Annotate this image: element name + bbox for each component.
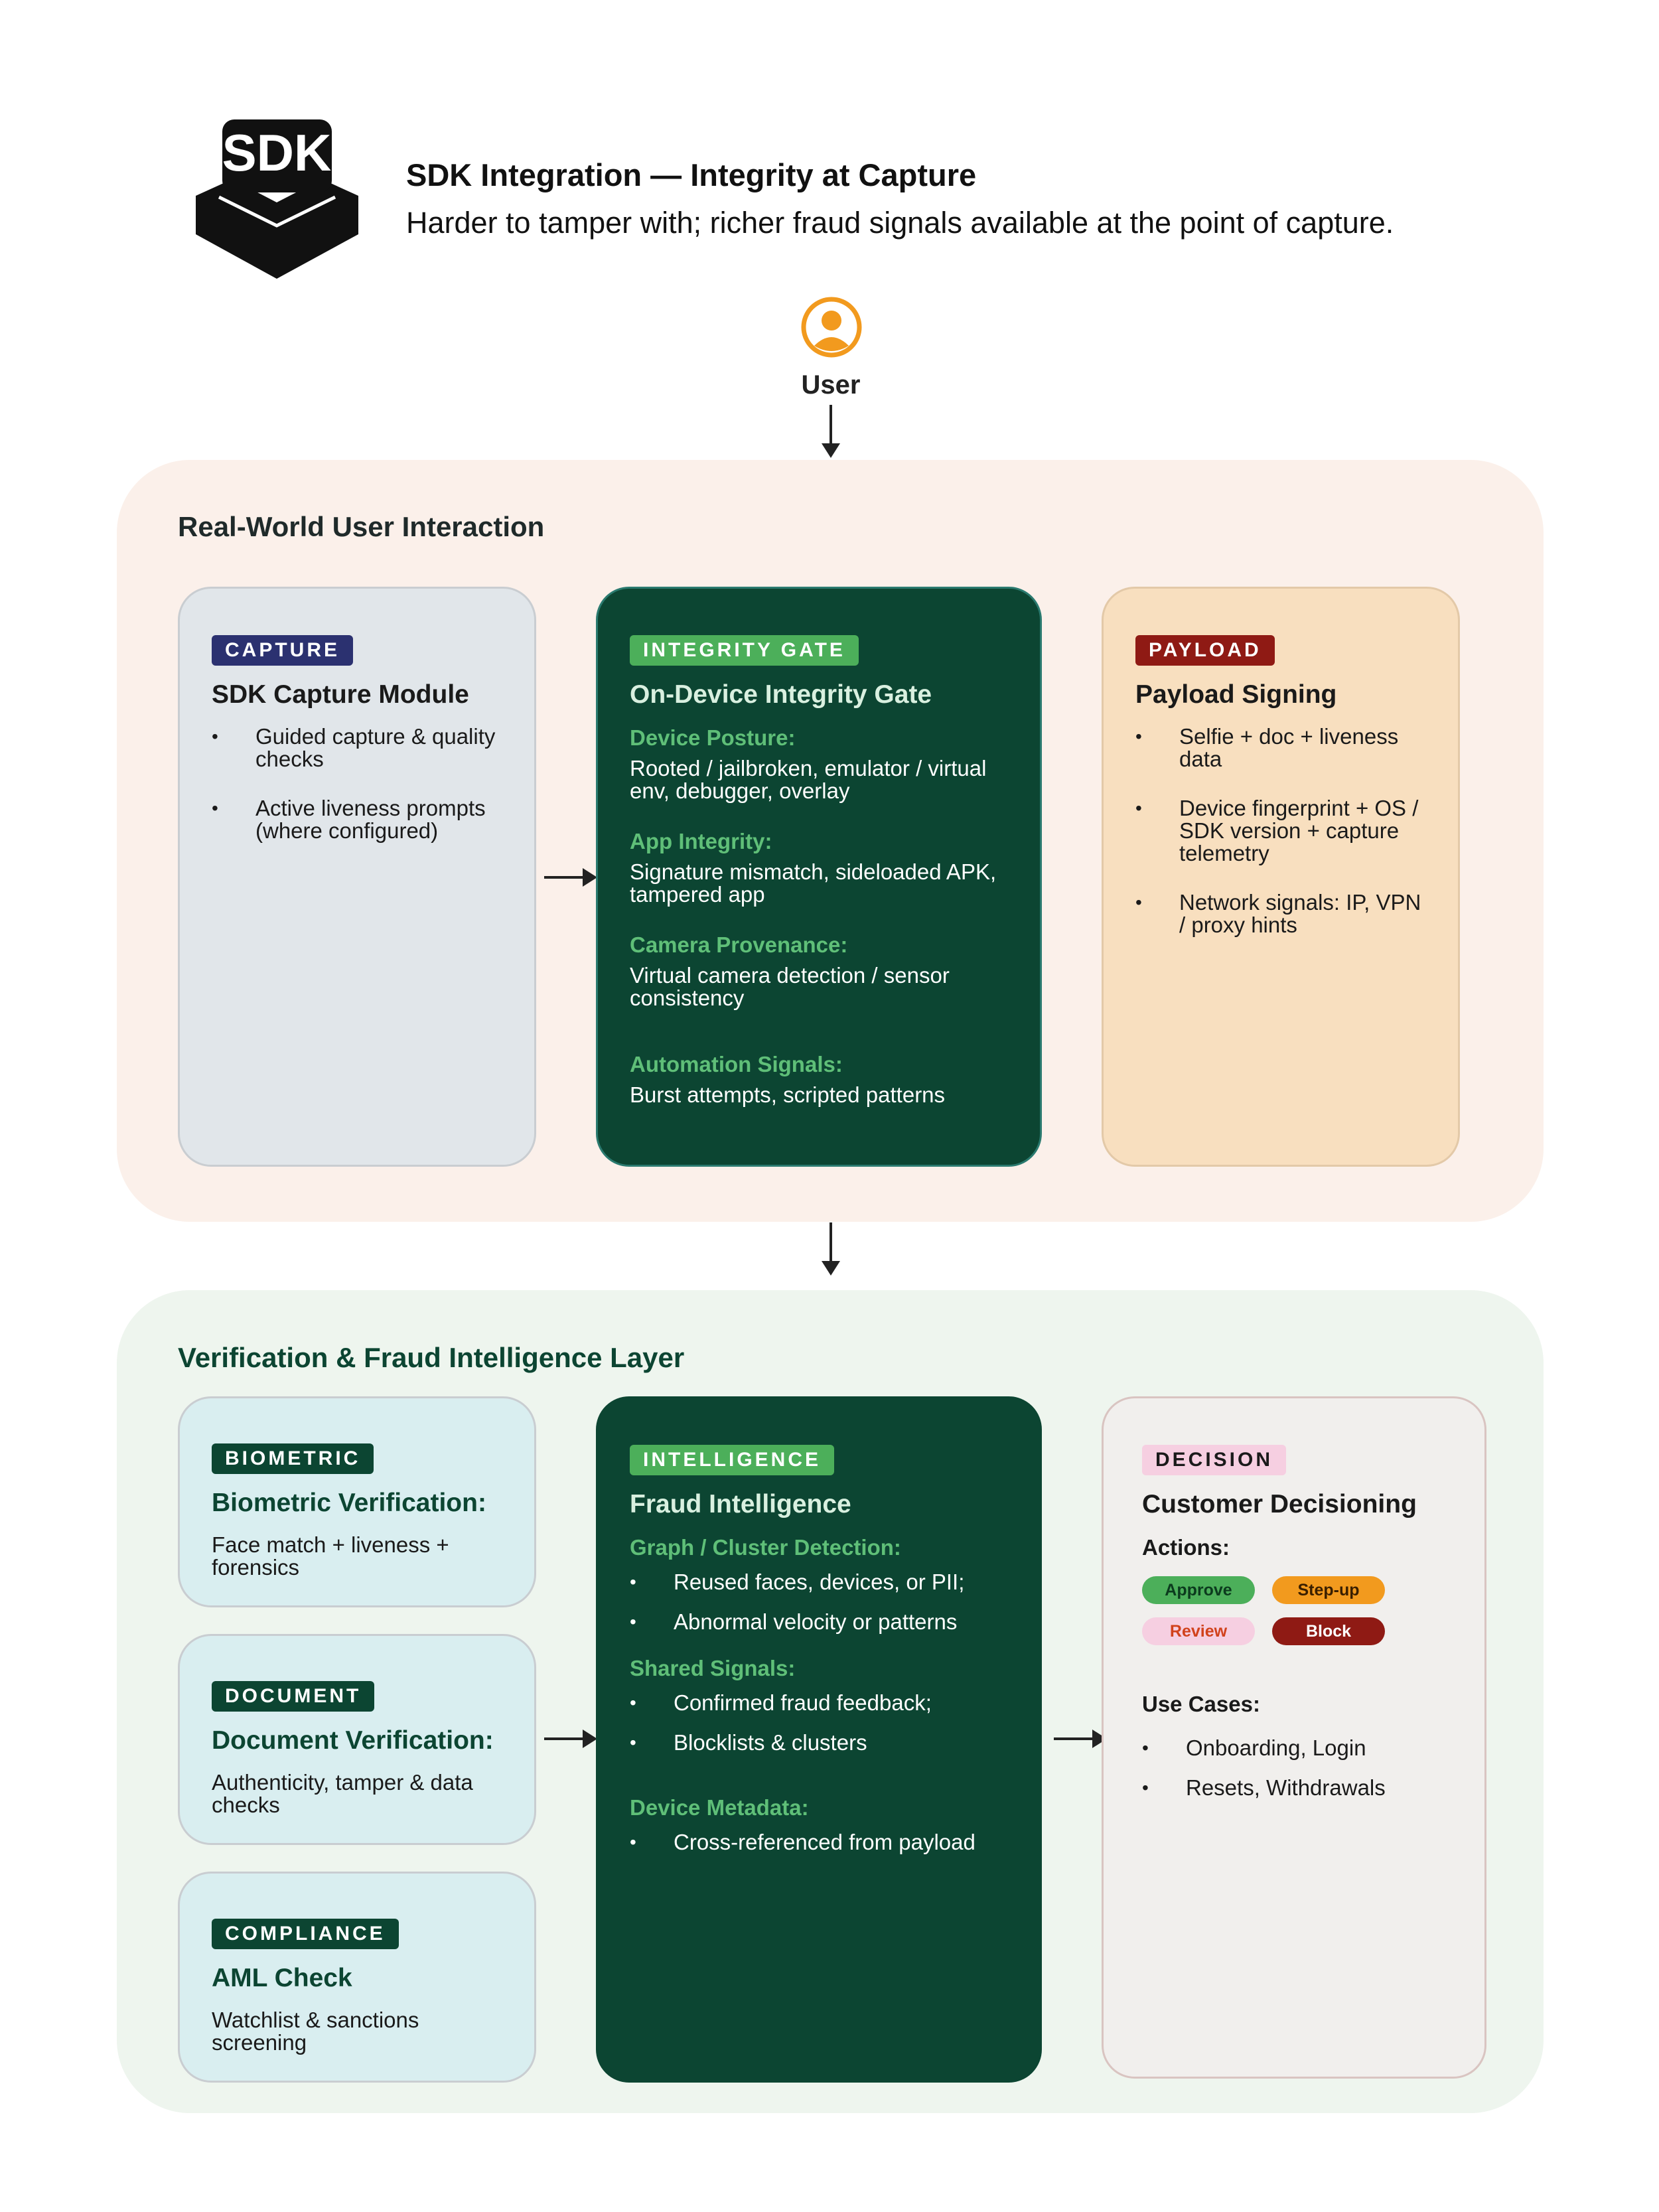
verification-to-intelligence-arrow xyxy=(544,1730,597,1748)
list-item: Device fingerprint + OS / SDK version + … xyxy=(1135,797,1426,865)
list-item: Resets, Withdrawals xyxy=(1142,1773,1453,1803)
payload-title: Payload Signing xyxy=(1135,680,1337,709)
graph-cluster-heading: Graph / Cluster Detection: xyxy=(630,1535,901,1560)
decision-card: DECISION Customer Decisioning Actions: A… xyxy=(1102,1396,1486,2079)
payload-card: PAYLOAD Payload Signing Selfie + doc + l… xyxy=(1102,587,1460,1167)
list-item: Guided capture & quality checks xyxy=(212,725,502,771)
user-icon xyxy=(800,295,863,359)
capture-to-gate-arrow xyxy=(544,868,597,887)
actions-label: Actions: xyxy=(1142,1535,1230,1560)
intelligence-to-decision-arrow xyxy=(1054,1730,1107,1748)
integrity-gate-title: On-Device Integrity Gate xyxy=(630,680,932,709)
graph-cluster-list: Reused faces, devices, or PII; Abnormal … xyxy=(630,1567,1008,1637)
app-integrity-heading: App Integrity: xyxy=(630,829,772,853)
list-item: Blocklists & clusters xyxy=(630,1728,1008,1758)
biometric-card: BIOMETRIC Biometric Verification: Face m… xyxy=(178,1396,536,1607)
svg-text:SDK: SDK xyxy=(222,123,332,182)
sdk-logo: SDK xyxy=(192,116,362,282)
approve-pill: Approve xyxy=(1142,1576,1255,1604)
device-posture-heading: Device Posture: xyxy=(630,725,796,750)
decision-badge: DECISION xyxy=(1142,1445,1287,1475)
use-cases-list: Onboarding, Login Resets, Withdrawals xyxy=(1142,1733,1453,1803)
intelligence-title: Fraud Intelligence xyxy=(630,1490,851,1518)
page-subtitle: Harder to tamper with; richer fraud sign… xyxy=(406,206,1394,240)
biometric-badge: BIOMETRIC xyxy=(212,1443,374,1474)
compliance-text: Watchlist & sanctions screening xyxy=(212,2008,419,2055)
capture-bullet-list: Guided capture & quality checks Active l… xyxy=(212,725,502,842)
list-item: Onboarding, Login xyxy=(1142,1733,1453,1763)
integrity-gate-card: INTEGRITY GATE On-Device Integrity Gate … xyxy=(596,587,1042,1167)
integrity-gate-badge: INTEGRITY GATE xyxy=(630,635,859,666)
list-item: Abnormal velocity or patterns xyxy=(630,1607,1008,1637)
automation-signals-heading: Automation Signals: xyxy=(630,1052,843,1076)
step-up-pill: Step-up xyxy=(1272,1576,1385,1604)
document-text: Authenticity, tamper & data checks xyxy=(212,1770,473,1817)
capture-title: SDK Capture Module xyxy=(212,680,469,709)
biometric-title: Biometric Verification: xyxy=(212,1489,486,1517)
device-metadata-heading: Device Metadata: xyxy=(630,1795,809,1820)
sdk-logo-icon: SDK xyxy=(196,119,358,279)
biometric-text: Face match + liveness + forensics xyxy=(212,1532,449,1580)
section-title-verification: Verification & Fraud Intelligence Layer xyxy=(178,1342,685,1373)
camera-provenance-heading: Camera Provenance: xyxy=(630,932,848,957)
review-pill: Review xyxy=(1142,1617,1255,1645)
section-title-real-world: Real-World User Interaction xyxy=(178,511,545,542)
list-item: Active liveness prompts (where configure… xyxy=(212,797,502,842)
automation-signals-text: Burst attempts, scripted patterns xyxy=(630,1082,946,1107)
block-pill: Block xyxy=(1272,1617,1385,1645)
action-pills: Approve Step-upReview Block xyxy=(1142,1576,1447,1659)
document-title: Document Verification: xyxy=(212,1726,494,1755)
shared-signals-heading: Shared Signals: xyxy=(630,1656,796,1680)
list-item: Cross-referenced from payload xyxy=(630,1827,1008,1858)
page-title: SDK Integration — Integrity at Capture xyxy=(406,157,977,192)
capture-card: CAPTURE SDK Capture Module Guided captur… xyxy=(178,587,536,1167)
decision-title: Customer Decisioning xyxy=(1142,1490,1417,1518)
fraud-intelligence-card: INTELLIGENCE Fraud Intelligence Graph / … xyxy=(596,1396,1042,2083)
compliance-badge: COMPLIANCE xyxy=(212,1919,399,1949)
payload-badge: PAYLOAD xyxy=(1135,635,1275,666)
compliance-card: COMPLIANCE AML Check Watchlist & sanctio… xyxy=(178,1872,536,2083)
capture-badge: CAPTURE xyxy=(212,635,354,666)
device-metadata-list: Cross-referenced from payload xyxy=(630,1827,1008,1858)
user-down-arrow xyxy=(822,405,840,458)
payload-bullet-list: Selfie + doc + liveness data Device fing… xyxy=(1135,725,1426,936)
user-label: User xyxy=(801,370,861,400)
document-card: DOCUMENT Document Verification: Authenti… xyxy=(178,1634,536,1845)
document-badge: DOCUMENT xyxy=(212,1681,375,1712)
app-integrity-text: Signature mismatch, sideloaded APK, tamp… xyxy=(630,859,997,907)
list-item: Network signals: IP, VPN / proxy hints xyxy=(1135,891,1426,936)
list-item: Confirmed fraud feedback; xyxy=(630,1688,1008,1718)
camera-provenance-text: Virtual camera detection / sensor consis… xyxy=(630,963,950,1010)
section-down-arrow xyxy=(822,1222,840,1276)
compliance-title: AML Check xyxy=(212,1964,352,1992)
list-item: Selfie + doc + liveness data xyxy=(1135,725,1426,771)
device-posture-text: Rooted / jailbroken, emulator / virtual … xyxy=(630,756,987,803)
use-cases-label: Use Cases: xyxy=(1142,1692,1260,1716)
intelligence-badge: INTELLIGENCE xyxy=(630,1445,835,1475)
list-item: Reused faces, devices, or PII; xyxy=(630,1567,1008,1597)
shared-signals-list: Confirmed fraud feedback; Blocklists & c… xyxy=(630,1688,1008,1758)
